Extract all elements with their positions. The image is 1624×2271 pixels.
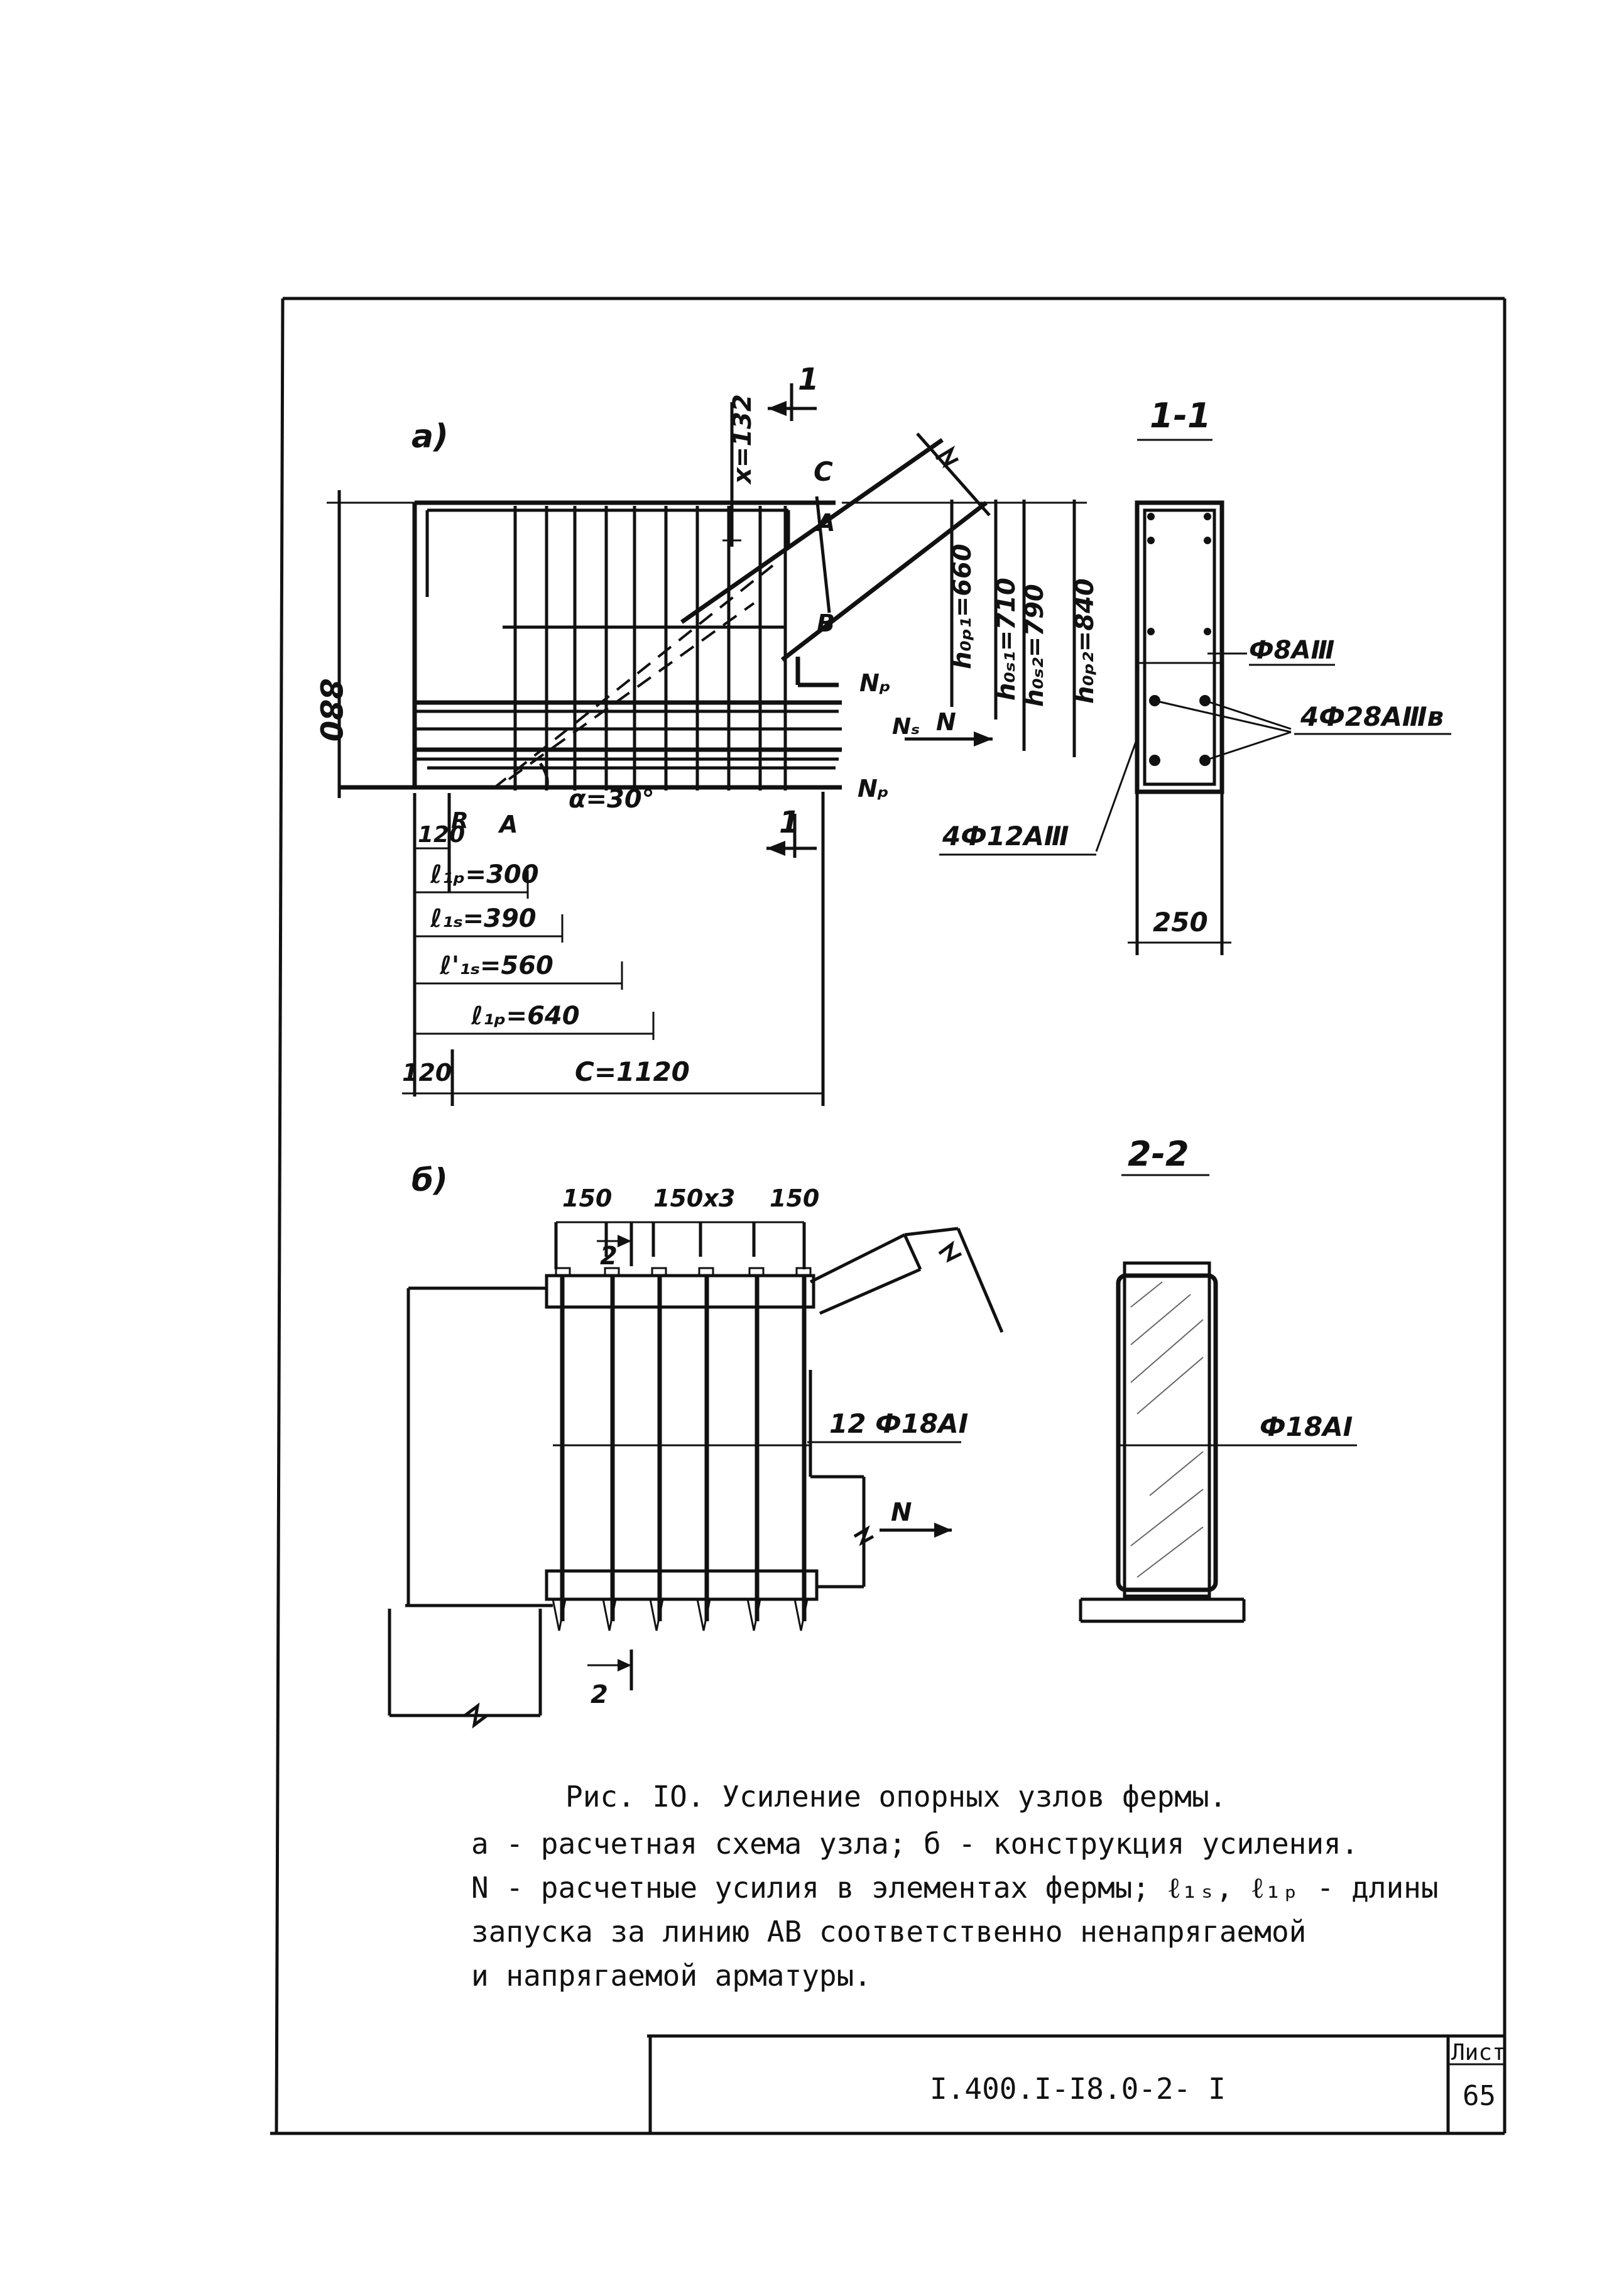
force-arrows: Nₚ Nₛ N Nₚ — [858, 669, 993, 802]
section-mark-1-top: 1 — [798, 362, 819, 397]
tension-rods — [553, 1276, 810, 1621]
vertical-stirrups — [513, 506, 787, 791]
effective-depth-dims: h₀ₚ₁=660 h₀ₛ₁=710 h₀ₛ₂=790 h₀ₚ₂=840 — [842, 500, 1099, 757]
node-outline — [339, 500, 842, 790]
drawing-a: а) — [313, 362, 1099, 1106]
angle-arc — [538, 762, 549, 789]
longitudinal-bars — [415, 625, 842, 770]
section-mark-2-top: 2 — [600, 1242, 618, 1271]
sheet-number: 65 — [1463, 2080, 1496, 2112]
drawing-b: б) 150 150x3 150 2 — [388, 1162, 1004, 1729]
section-width: 250 — [1153, 907, 1208, 938]
force-np-top: Nₚ — [859, 669, 891, 697]
section-mark-1-bottom: 1 — [779, 805, 800, 840]
caption-line-1: Рис. IO. Усиление опорных узлов фермы. — [565, 1780, 1226, 1814]
depth-1: h₀ₚ₁=660 — [948, 544, 977, 669]
angle-label: α=30° — [569, 785, 655, 814]
anchorage-dims: 120 R ℓ₁ₚ=300 ℓ₁ₛ=390 ℓ'₁ₛ=560 ℓ₁ₚ=640 1… — [402, 792, 825, 1106]
section-mark-2-bottom: 2 — [591, 1680, 608, 1709]
rebar-dots — [1147, 513, 1211, 766]
point-b-label: B — [817, 610, 835, 637]
depth-3: h₀ₛ₂=790 — [1020, 584, 1049, 707]
dim-c-1120: C=1120 — [575, 1056, 690, 1087]
point-a-bottom-label: A — [498, 811, 518, 838]
caption: Рис. IO. Усиление опорных узлов фермы. а… — [471, 1780, 1439, 1993]
dim-120-bottom: 120 — [402, 1059, 452, 1086]
dim-120: 120 — [418, 822, 465, 848]
force-n: N — [936, 708, 956, 736]
sheet-frame — [270, 297, 1507, 2135]
depth-4: h₀ₚ₂=840 — [1071, 578, 1099, 704]
height-label: 880 — [313, 679, 348, 741]
force-np-bottom: Nₚ — [858, 775, 889, 802]
dim-l1p-300: ℓ₁ₚ=300 — [430, 860, 539, 889]
section-cut-1: 1 1 — [766, 362, 819, 858]
caption-line-3: N - расчетные усилия в элементах фермы; … — [471, 1871, 1439, 1905]
dim-l1s-560: ℓ'₁ₛ=560 — [439, 951, 553, 980]
title-block: I.400.I-I8.0-2- I Лист 65 — [647, 2034, 1506, 2133]
sheet-label: Лист — [1451, 2040, 1506, 2066]
dim-l1s-390: ℓ₁ₛ=390 — [430, 904, 537, 933]
caption-line-5: и напрягаемой арматуры. — [471, 1959, 871, 1993]
document-code: I.400.I-I8.0-2- I — [930, 2072, 1226, 2106]
section-2-2-title: 2-2 — [1128, 1134, 1189, 1174]
depth-2: h₀ₛ₁=710 — [992, 577, 1021, 701]
drawing-b-label: б) — [411, 1162, 448, 1198]
bar-28-label: 4Ф28АⅢв — [1300, 701, 1444, 732]
section-1-1: 1-1 Ф8АⅢ 4Ф28АⅢв 4Ф12АⅢ 250 — [939, 396, 1451, 955]
dim-150x3: 150x3 — [653, 1185, 735, 1212]
point-r-label: R — [451, 808, 469, 834]
caption-line-2: а - расчетная схема узла; б - конструкци… — [471, 1827, 1358, 1861]
concrete-hatch — [1130, 1281, 1204, 1578]
drawing-b-n: N — [891, 1498, 912, 1527]
rods-label: 12 Ф18АⅠ — [829, 1408, 968, 1439]
dim-150-right: 150 — [770, 1185, 819, 1212]
dim-height: 880 — [313, 490, 415, 798]
bar-8-label: Ф8АⅢ — [1249, 636, 1334, 665]
section-1-1-title: 1-1 — [1150, 396, 1211, 435]
drawing-a-label: а) — [411, 418, 449, 456]
bar-12-label: 4Ф12АⅢ — [942, 821, 1069, 851]
section-2-2: 2-2 Ф18АⅠ — [1079, 1134, 1357, 1623]
x-label: x=132 — [728, 394, 757, 485]
dim-x: x=132 — [722, 394, 757, 547]
dim-150-left: 150 — [562, 1185, 612, 1212]
point-c-label: C — [814, 456, 833, 487]
dim-l1p-640: ℓ₁ₚ=640 — [471, 1002, 580, 1031]
caption-line-4: запуска за линию АВ соответственно ненап… — [471, 1915, 1306, 1949]
bottom-bolts — [552, 1599, 809, 1631]
rod-label-2-2: Ф18АⅠ — [1260, 1411, 1353, 1442]
force-ns: Nₛ — [892, 714, 920, 740]
point-a-top-label: A — [815, 509, 835, 537]
